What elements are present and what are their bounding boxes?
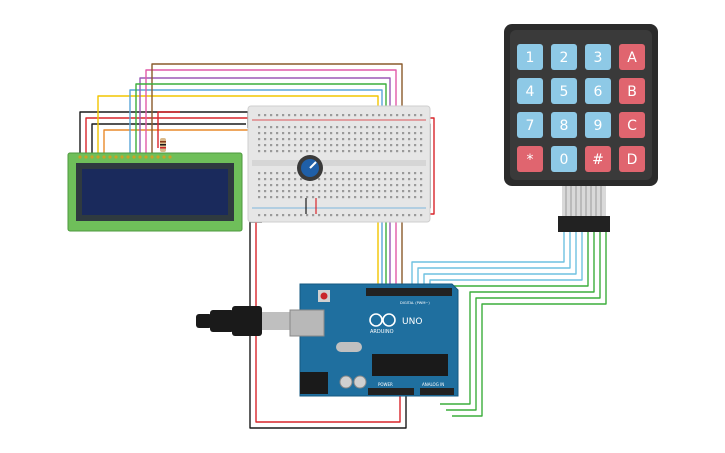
keypad-key-label: 4 [526, 84, 535, 100]
keypad-key-label: 5 [560, 84, 569, 100]
potentiometer[interactable] [297, 155, 323, 181]
digital-header [366, 288, 452, 296]
wire-red-lcd-anode[interactable] [157, 111, 180, 148]
keypad-key-star[interactable]: * [517, 146, 543, 172]
keypad-key-D[interactable]: D [619, 146, 645, 172]
digital-label: DIGITAL (PWM~) [400, 301, 430, 305]
wire-teal-kp-3[interactable] [423, 232, 577, 290]
crystal [336, 342, 362, 352]
keypad-key-label: 9 [594, 118, 603, 134]
lcd-screen [82, 169, 228, 215]
keypad-keys: 1 2 3 A 4 5 6 B 7 8 9 C * 0 # D [517, 44, 645, 172]
keypad-key-6[interactable]: 6 [585, 78, 611, 104]
lcd-display[interactable] [67, 138, 243, 232]
keypad-key-label: 2 [560, 50, 569, 66]
capacitor-1 [339, 375, 353, 389]
keypad-key-C[interactable]: C [619, 112, 645, 138]
resistor[interactable] [160, 138, 166, 152]
keypad-key-label: # [592, 152, 604, 168]
keypad-key-label: 1 [526, 50, 535, 66]
wire-green-kp-5[interactable] [435, 232, 589, 290]
keypad-key-7[interactable]: 7 [517, 112, 543, 138]
wire-red-right-rail[interactable] [428, 117, 435, 215]
keypad-key-label: C [627, 118, 637, 134]
keypad-key-1[interactable]: 1 [517, 44, 543, 70]
keypad[interactable]: 1 2 3 A 4 5 6 B 7 8 9 C * 0 # D [504, 24, 658, 232]
keypad-key-9[interactable]: 9 [585, 112, 611, 138]
keypad-key-label: 3 [594, 50, 603, 66]
arduino-logo-text: ARDUINO [370, 329, 394, 335]
power-jack [300, 372, 328, 394]
breadboard-holes [258, 114, 423, 217]
wire-green-kp-8[interactable] [452, 232, 607, 417]
keypad-key-label: 8 [560, 118, 569, 134]
usb-cable[interactable] [196, 306, 292, 336]
wire-green-kp-7[interactable] [446, 232, 601, 411]
keypad-key-2[interactable]: 2 [551, 44, 577, 70]
keypad-key-3[interactable]: 3 [585, 44, 611, 70]
keypad-key-hash[interactable]: # [585, 146, 611, 172]
wire-teal-kp-2[interactable] [417, 232, 571, 290]
keypad-key-label: A [627, 50, 637, 66]
keypad-key-4[interactable]: 4 [517, 78, 543, 104]
keypad-key-B[interactable]: B [619, 78, 645, 104]
keypad-key-8[interactable]: 8 [551, 112, 577, 138]
keypad-key-label: B [627, 84, 637, 100]
capacitor-2 [353, 375, 367, 389]
keypad-key-A[interactable]: A [619, 44, 645, 70]
analog-label: ANALOG IN [422, 382, 444, 387]
power-header [368, 388, 414, 395]
keypad-ribbon [562, 186, 606, 216]
usb-port [289, 309, 325, 337]
keypad-ribbon-lines [565, 186, 602, 216]
breadboard[interactable] [247, 105, 431, 223]
keypad-connector [558, 216, 610, 232]
arduino-logo-mark [369, 313, 396, 327]
arduino-uno[interactable]: ARDUINO UNO DIGITAL (PWM~) POWER ANALOG … [289, 283, 459, 397]
atmega-chip [372, 354, 448, 376]
keypad-key-label: D [627, 152, 638, 168]
keypad-key-label: 6 [594, 84, 603, 100]
wire-black-lcd-rw[interactable] [91, 123, 246, 155]
keypad-key-label: 7 [526, 118, 535, 134]
keypad-key-label: 0 [560, 152, 569, 168]
analog-header [420, 388, 454, 395]
arduino-model-text: UNO [402, 317, 422, 327]
wire-green-kp-6[interactable] [440, 232, 595, 405]
wire-teal-kp-1[interactable] [411, 232, 565, 290]
keypad-key-5[interactable]: 5 [551, 78, 577, 104]
keypad-key-0[interactable]: 0 [551, 146, 577, 172]
wire-teal-kp-4[interactable] [429, 232, 583, 290]
keypad-key-label: * [527, 152, 534, 168]
power-label: POWER [378, 382, 393, 387]
lcd-pin-header [78, 155, 172, 159]
